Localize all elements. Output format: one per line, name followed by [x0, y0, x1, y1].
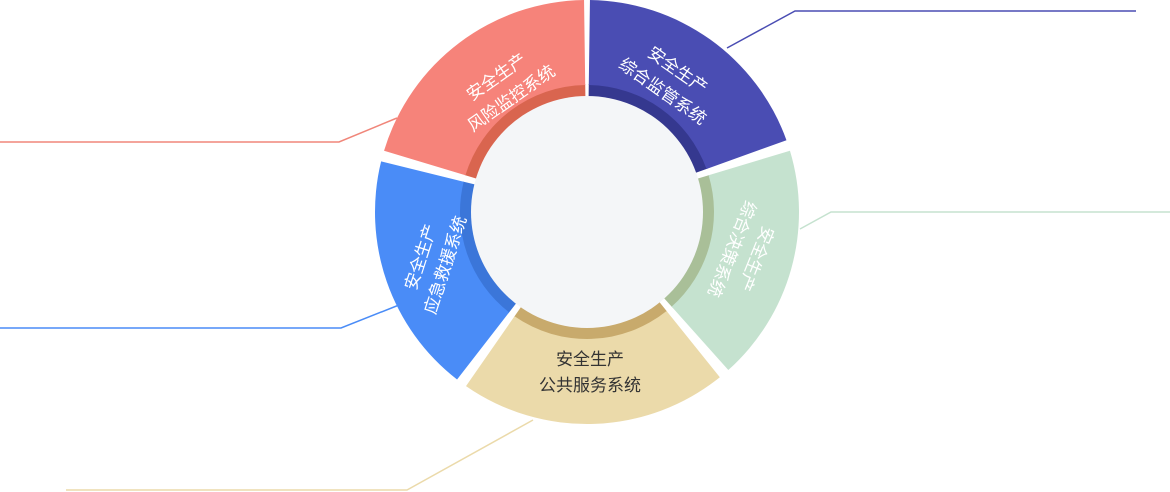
segment-supervision[interactable]	[588, 0, 787, 169]
leader-line-decision	[799, 211, 1170, 230]
segment-label-line1: 安全生产	[556, 350, 624, 370]
segment-risk[interactable]	[384, 0, 586, 176]
leader-line-emergency	[0, 304, 400, 329]
segment-public-service[interactable]	[466, 310, 720, 424]
segment-label-line2: 公共服务系统	[539, 376, 641, 396]
segment-emergency[interactable]	[375, 161, 510, 380]
leader-line-supervision	[726, 10, 1136, 49]
segment-label-public-service: 安全生产公共服务系统	[539, 350, 641, 396]
segment-accent-risk	[464, 84, 586, 180]
center-disc	[471, 96, 703, 328]
leader-lines	[0, 10, 1170, 491]
leader-line-risk	[0, 117, 398, 143]
segment-decision[interactable]	[671, 150, 799, 371]
ring-segments	[375, 0, 799, 424]
leader-line-public-service	[66, 419, 534, 491]
segment-accent-public-service	[513, 299, 668, 340]
